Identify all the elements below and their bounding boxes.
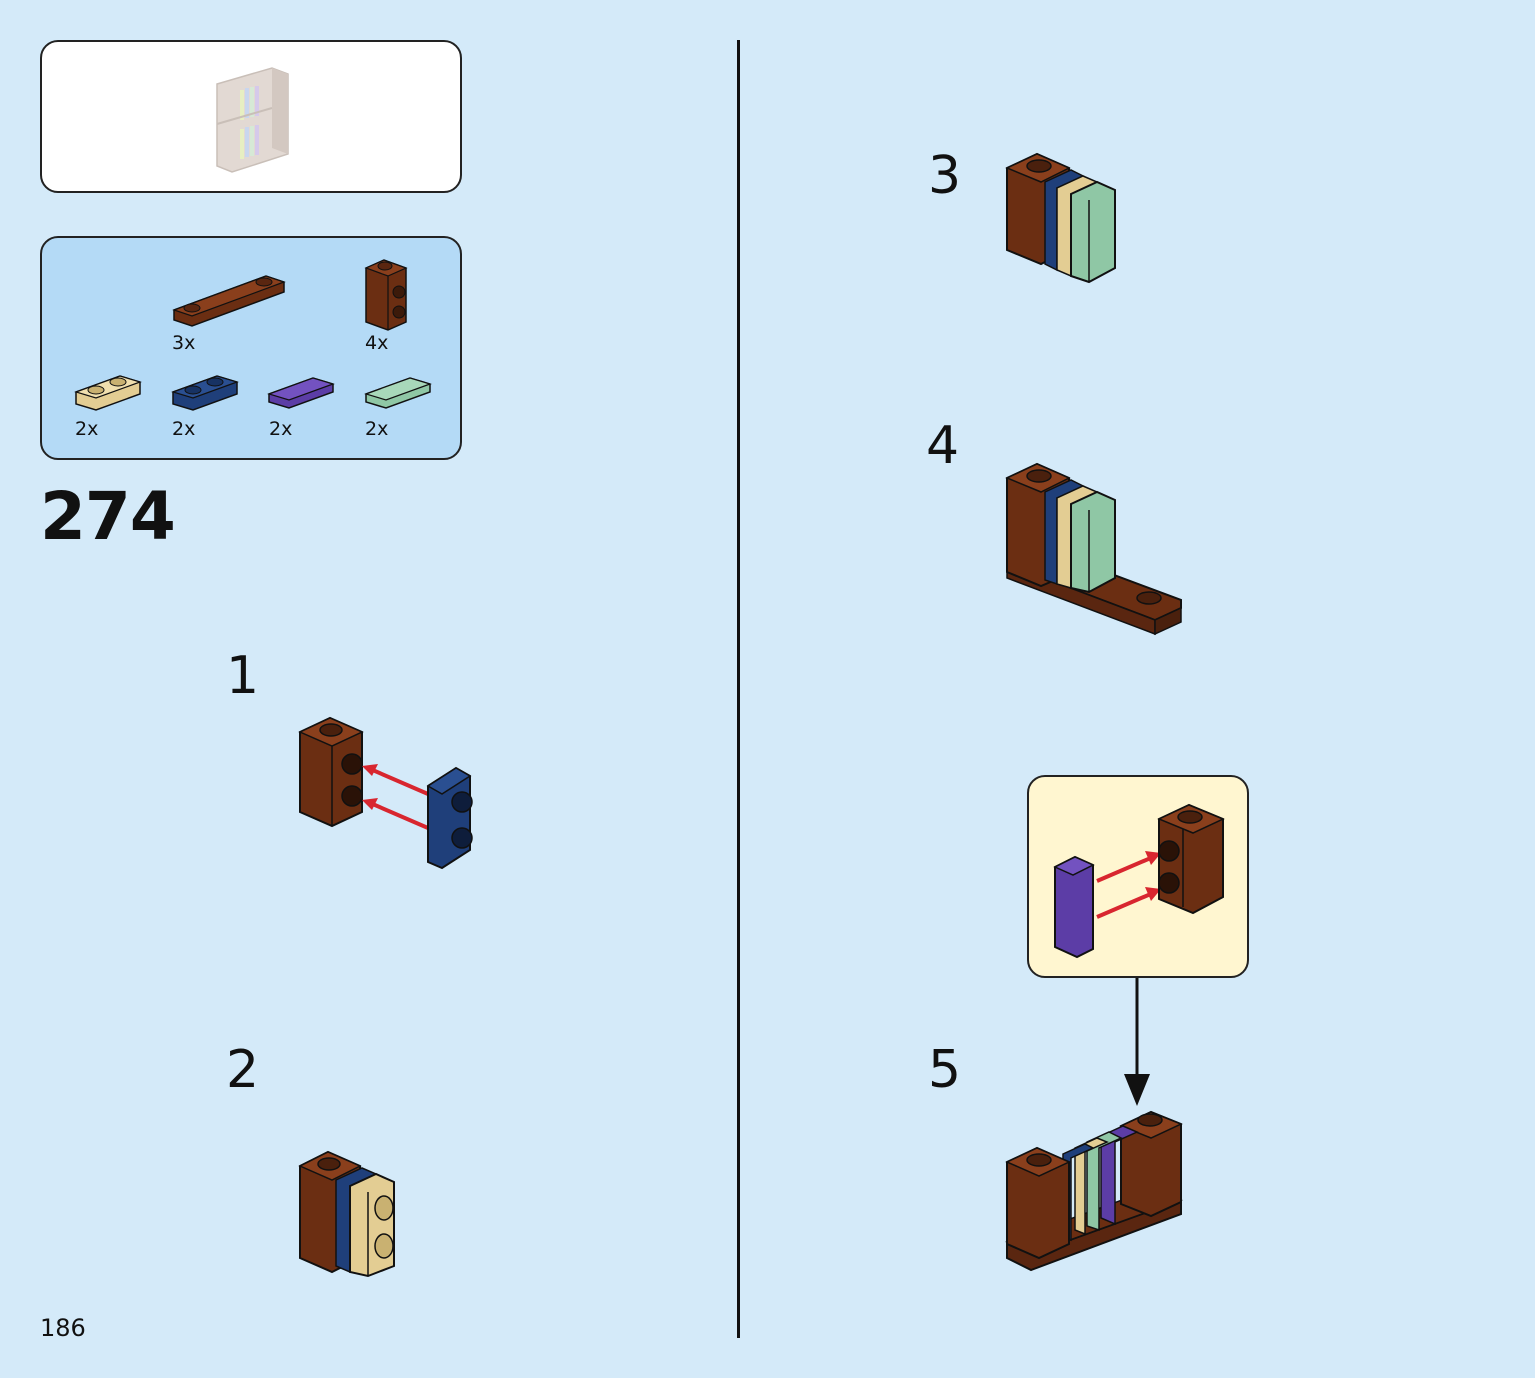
callout-down-arrow: [1124, 978, 1150, 1106]
parts-list-box: 3x 4x 2x 2x 2x 2x: [40, 236, 462, 460]
sub-assembly-callout: [1027, 775, 1249, 978]
bookshelf-preview-icon: [216, 67, 289, 173]
part-qty: 2x: [365, 418, 389, 440]
part-qty: 2x: [172, 418, 196, 440]
part-qty: 4x: [365, 332, 389, 354]
step-number: 5: [928, 1040, 962, 1100]
brown-brick-1x1-studs-side-icon: [364, 259, 408, 331]
step-3-illustration: [1005, 152, 1116, 284]
part-qty: 2x: [75, 418, 99, 440]
step-number: 1: [226, 646, 260, 706]
sand-green-tile-1x2-icon: [364, 377, 432, 409]
step-number: 3: [928, 146, 962, 206]
page-divider: [737, 40, 740, 1338]
step-number: 4: [926, 416, 960, 476]
part-qty: 3x: [172, 332, 196, 354]
step-number: 2: [226, 1040, 260, 1100]
step-1-illustration: [298, 716, 473, 870]
step-2-illustration: [298, 1150, 395, 1278]
model-preview-box: [40, 40, 462, 193]
step-4-illustration: [1005, 462, 1182, 636]
part-qty: 2x: [269, 418, 293, 440]
blue-plate-1x2-icon: [171, 375, 239, 411]
tan-plate-1x2-icon: [74, 375, 142, 411]
main-step-number: 274: [40, 478, 176, 555]
callout-illustration: [1053, 803, 1225, 959]
purple-tile-1x2-icon: [267, 377, 335, 409]
brown-plate-1x4-icon: [172, 275, 286, 327]
step-5-illustration: [1005, 1110, 1183, 1272]
page-number: 186: [40, 1314, 86, 1342]
